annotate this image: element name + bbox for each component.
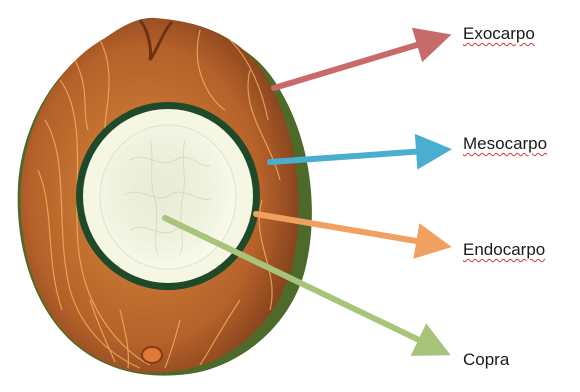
coconut-cross-section-icon bbox=[18, 18, 312, 376]
exocarpo-label: Exocarpo bbox=[463, 24, 535, 44]
husk-bottom-eye bbox=[142, 347, 162, 363]
mesocarpo-label: Mesocarpo bbox=[463, 134, 547, 154]
copra-meat-inner bbox=[100, 125, 236, 269]
copra-label: Copra bbox=[463, 350, 509, 370]
exocarpo-arrow bbox=[274, 38, 440, 88]
endocarpo-label: Endocarpo bbox=[463, 240, 545, 260]
